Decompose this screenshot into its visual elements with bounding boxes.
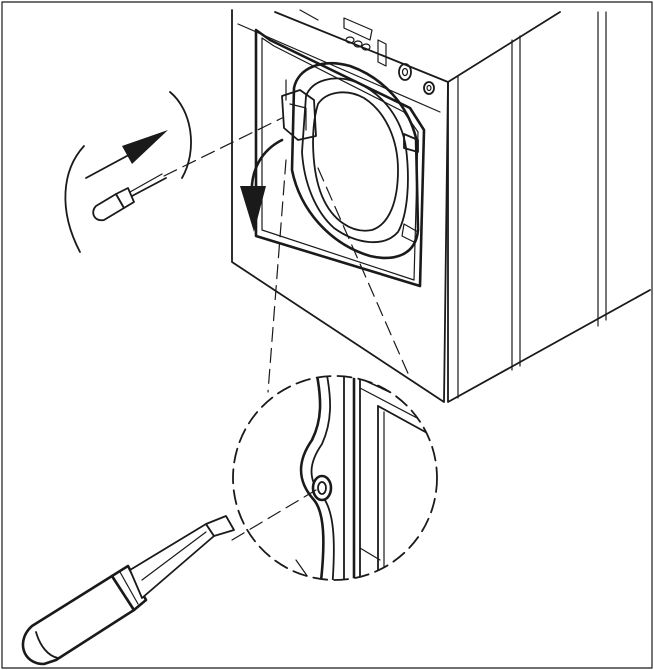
control-panel-icon (237, 9, 441, 113)
rotate-bracket-right (169, 91, 192, 179)
magnifier-circle-icon (232, 375, 438, 581)
guide-line-left (267, 159, 287, 393)
hinge-screw-icon (311, 474, 333, 502)
door-glass (312, 91, 399, 232)
side-panel-ribs (457, 11, 607, 399)
guide-line-lower (231, 489, 317, 541)
machine-top-panel (447, 11, 561, 83)
door-hinge-bracket (281, 89, 317, 141)
control-knob-icon (398, 63, 412, 81)
screwdriver-icon (92, 173, 167, 222)
insert-arrow-icon (85, 130, 168, 179)
door-recess (254, 28, 426, 288)
door-inner-ring (301, 77, 409, 244)
machine-front-panel (231, 9, 449, 403)
rotate-bracket-left (64, 145, 85, 253)
magnified-hinge-detail (295, 376, 437, 580)
upper-tool-group (64, 91, 283, 253)
door-icon (281, 61, 420, 260)
guide-line-upper (163, 117, 283, 177)
guide-line-right (317, 167, 411, 379)
washing-machine-icon (231, 9, 651, 403)
machine-side-panel (447, 81, 651, 403)
door-outer-ring (290, 61, 420, 260)
screwdriver-icon (21, 515, 235, 666)
magnifier-border (232, 375, 438, 581)
rotate-arrow-icon (240, 138, 284, 232)
